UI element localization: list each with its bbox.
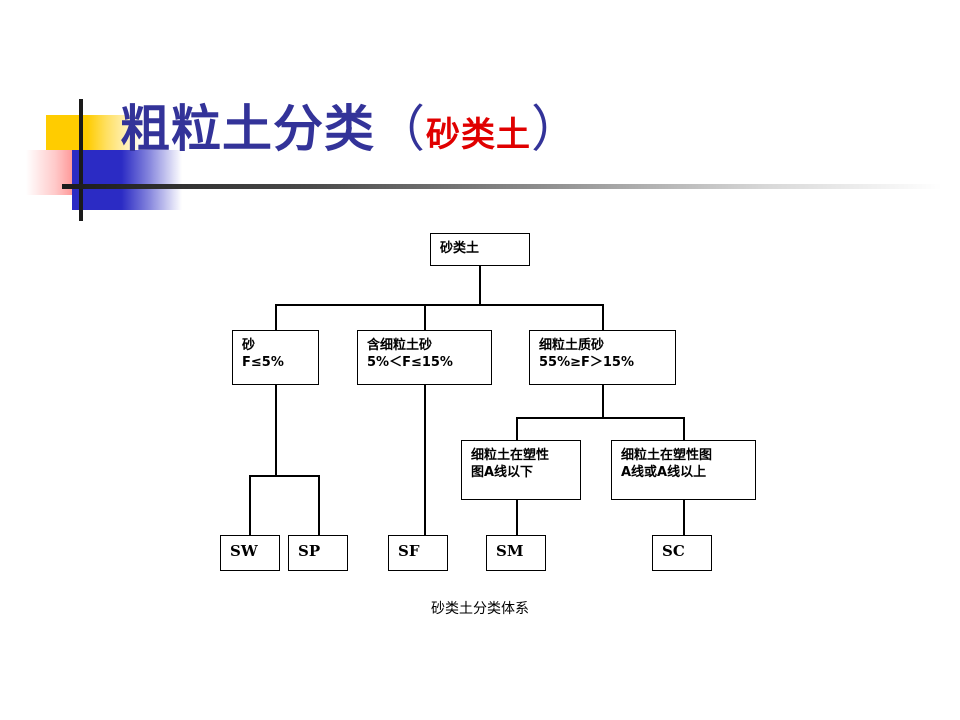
node-sm[interactable]: SM: [486, 535, 546, 571]
edge-fclay-trunk: [602, 385, 604, 418]
title-underline-rule: [62, 184, 942, 189]
node-sf[interactable]: SF: [388, 535, 448, 571]
title-open-paren: （: [375, 100, 426, 158]
edge-root-to-fclay: [602, 304, 604, 330]
edge-sand-to-sw: [249, 475, 251, 535]
edge-sand-trunk: [275, 385, 277, 476]
edge-sand-bus: [249, 475, 319, 477]
edge-fclay-bus: [516, 417, 684, 419]
node-fine-sand[interactable]: 含细粒土砂 5%＜F≤15%: [357, 330, 492, 385]
node-sp[interactable]: SP: [288, 535, 348, 571]
node-below-a-line[interactable]: 细粒土在塑性 图A线以下: [461, 440, 581, 500]
edge-sand-to-sp: [318, 475, 320, 535]
page-title: 粗粒土分类（砂类土）: [120, 101, 582, 163]
edge-root-bus: [275, 304, 603, 306]
edge-root-to-sand: [275, 304, 277, 330]
node-above-a-line[interactable]: 细粒土在塑性图 A线或A线以上: [611, 440, 756, 500]
edge-fine-sand-to-sf: [424, 385, 426, 535]
logo-vertical-bar: [79, 99, 83, 221]
edge-belowA-to-sm: [516, 500, 518, 535]
decorative-logo: [0, 0, 300, 240]
node-sw[interactable]: SW: [220, 535, 280, 571]
title-main-text: 粗粒土分类: [120, 99, 375, 158]
node-sc[interactable]: SC: [652, 535, 712, 571]
edge-root-to-fsand: [424, 304, 426, 330]
edge-fclay-to-aboveA: [683, 417, 685, 440]
edge-fclay-to-belowA: [516, 417, 518, 440]
edge-aboveA-to-sc: [683, 500, 685, 535]
title-close-paren: ）: [531, 100, 582, 158]
node-sand[interactable]: 砂 F≤5%: [232, 330, 319, 385]
figure-caption: 砂类土分类体系: [431, 601, 529, 617]
logo-blue-square: [72, 150, 182, 210]
node-fine-clay-sand[interactable]: 细粒土质砂 55%≥F＞15%: [529, 330, 676, 385]
node-root[interactable]: 砂类土: [430, 233, 530, 266]
title-accent-text: 砂类土: [426, 115, 531, 155]
edge-root-trunk: [479, 266, 481, 305]
